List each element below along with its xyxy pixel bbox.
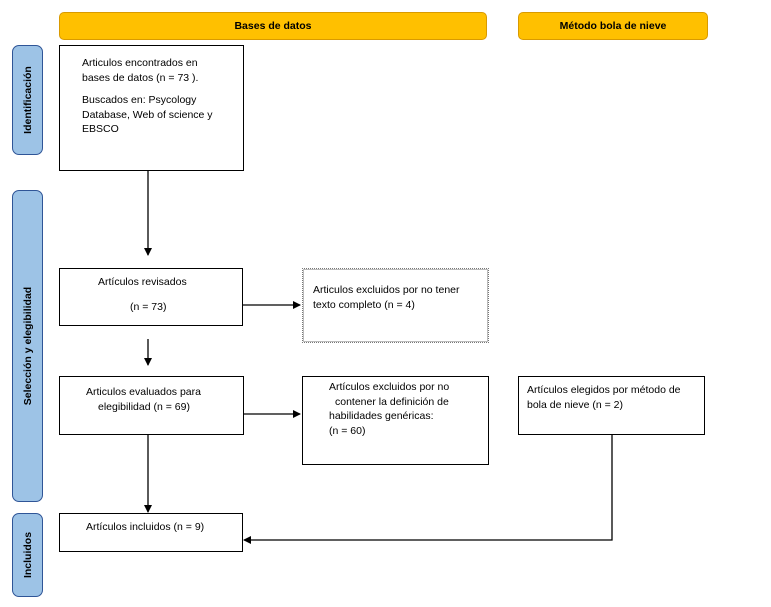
searched-line2: Database, Web of science y [82, 108, 213, 121]
excluded-fulltext-line2: texto completo (n = 4) [313, 298, 415, 311]
box-excluded-fulltext: Articulos excluidos por no tener texto c… [302, 268, 489, 343]
excluded-fulltext-line1: Articulos excluidos por no tener [313, 284, 460, 296]
snowball-line2: bola de nieve (n = 2) [527, 398, 624, 411]
box-included: Artículos incluidos (n = 9) [59, 513, 243, 552]
eligibility-line2: elegibilidad (n = 69) [98, 400, 190, 413]
header-snowball: Método bola de nieve [518, 12, 708, 40]
included-line1: Artículos incluidos (n = 9) [86, 521, 205, 533]
box-eligibility: Articulos evaluados para elegibilidad (n… [59, 376, 244, 435]
excluded-def-line3: habilidades genéricas: [329, 410, 434, 422]
eligibility-line1: Articulos evaluados para [86, 386, 201, 398]
excluded-def-line4: (n = 60) [329, 424, 366, 437]
header-databases: Bases de datos [59, 12, 487, 40]
found-line2: bases de datos (n = 73 ). [82, 71, 199, 84]
phase-included: Incluidos [12, 513, 43, 597]
reviewed-line1: Artículos revisados [98, 276, 187, 288]
found-line1: Articulos encontrados en [82, 57, 198, 69]
box-reviewed: Artículos revisados (n = 73) [59, 268, 243, 326]
box-records-found: Articulos encontrados en bases de datos … [59, 45, 244, 171]
reviewed-line2: (n = 73) [130, 300, 167, 313]
snowball-line1: Artículos elegidos por método de [527, 384, 681, 396]
searched-line1: Buscados en: Psycology [82, 94, 197, 106]
arrow-snowball-to-included [243, 435, 613, 544]
box-excluded-definition: Artículos excluidos por no contener la d… [302, 376, 489, 465]
searched-line3: EBSCO [82, 123, 119, 135]
excluded-def-line2: contener la definición de [335, 395, 449, 408]
phase-identification: Identificación [12, 45, 43, 155]
excluded-def-line1: Artículos excluidos por no [329, 381, 450, 393]
box-snowball: Artículos elegidos por método de bola de… [518, 376, 705, 435]
phase-selection: Selección y elegibilidad [12, 190, 43, 502]
